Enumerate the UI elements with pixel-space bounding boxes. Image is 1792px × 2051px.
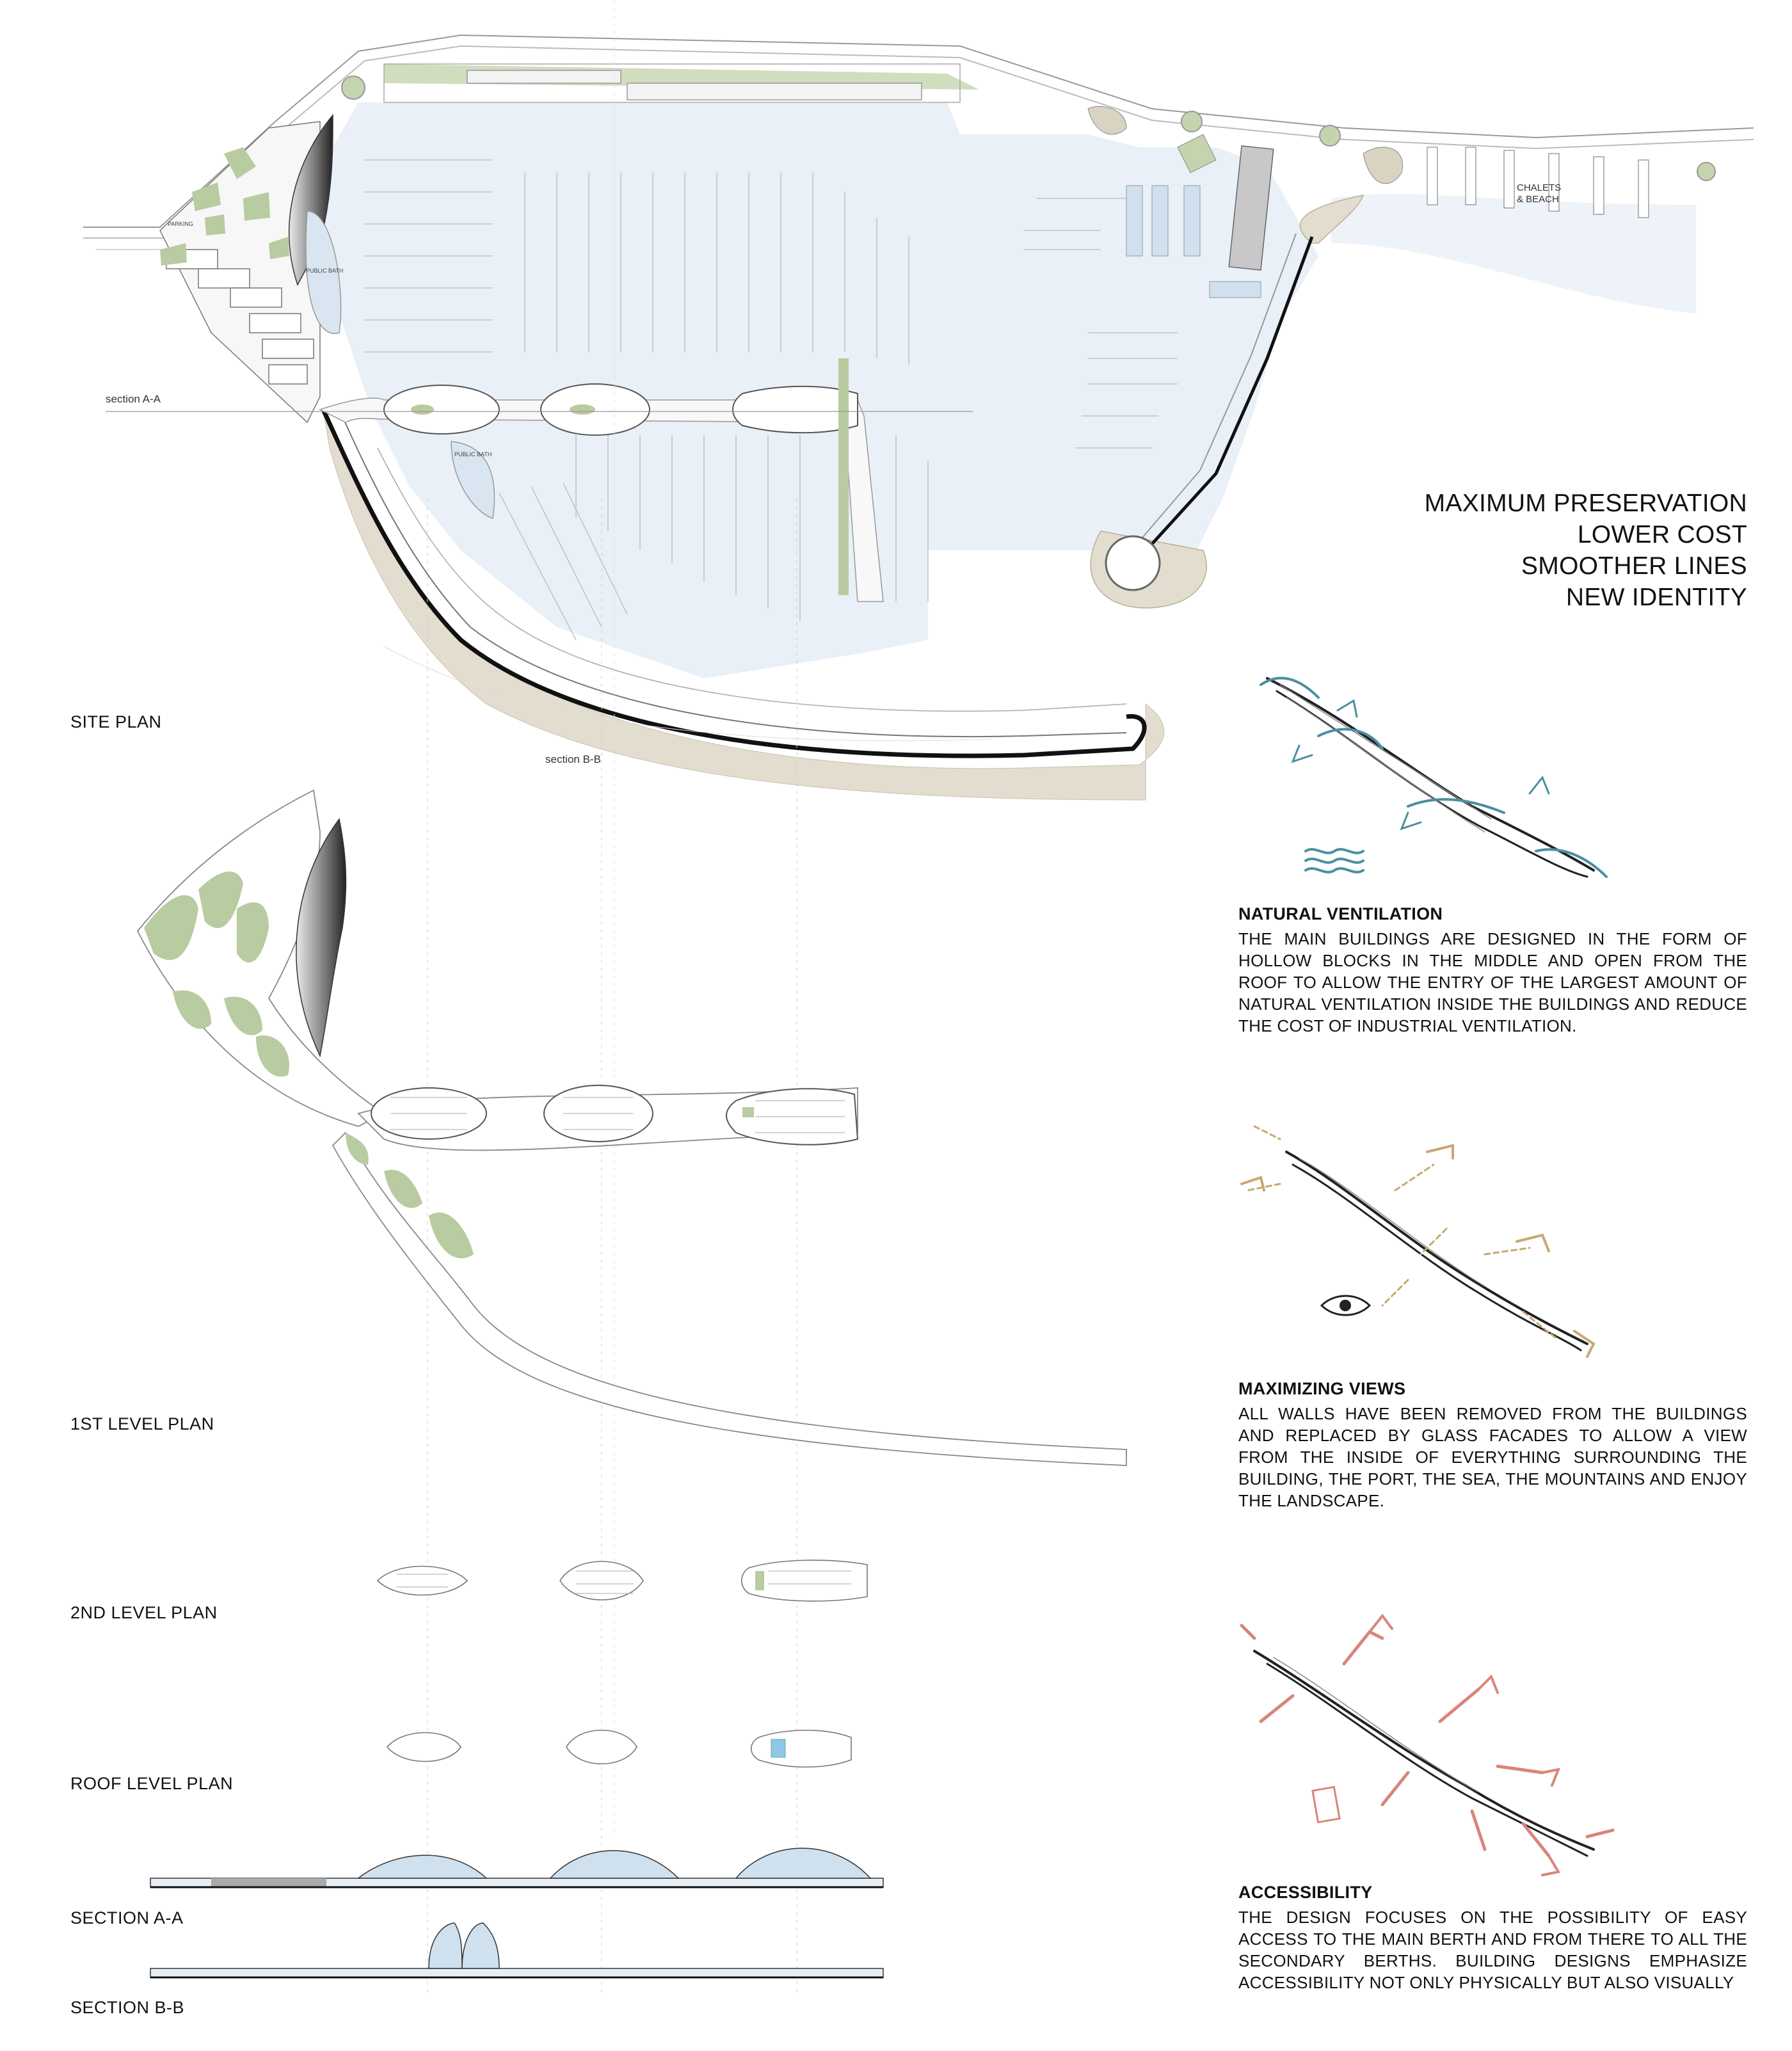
roundabout-4 bbox=[1697, 162, 1716, 181]
public-bath-label-1: PUBLIC BATH bbox=[306, 267, 344, 274]
ventilation-diagram bbox=[1260, 676, 1608, 878]
eye-icon bbox=[1320, 1295, 1372, 1316]
coastal-road bbox=[83, 34, 1754, 228]
east-quay bbox=[1151, 236, 1314, 545]
concept-title: MAXIMIZING VIEWS bbox=[1238, 1379, 1406, 1398]
first-level-plan-label: 1ST LEVEL PLAN bbox=[70, 1414, 214, 1433]
site-plan-label: SITE PLAN bbox=[70, 712, 162, 731]
section-aa-label: SECTION A-A bbox=[70, 1908, 184, 1927]
section-bb-label: SECTION B-B bbox=[70, 1998, 185, 2017]
concept-title: ACCESSIBILITY bbox=[1238, 1883, 1373, 1902]
section-aa-drawing bbox=[150, 1847, 884, 1888]
second-level-plan-label: 2ND LEVEL PLAN bbox=[70, 1603, 218, 1622]
roundabout-3 bbox=[1319, 125, 1341, 147]
section-a-label: section A-A bbox=[106, 393, 161, 405]
first-level-pods bbox=[371, 1085, 859, 1145]
concept-natural-ventilation: NATURAL VENTILATION THE MAIN BUILDINGS A… bbox=[1238, 904, 1747, 1037]
chalets-label-line-1: CHALETS bbox=[1517, 182, 1562, 193]
upper-promenade bbox=[383, 63, 961, 103]
parking-label: PARKING bbox=[168, 221, 193, 227]
chalets-label-line-2: & BEACH bbox=[1517, 194, 1559, 205]
second-level-plan bbox=[376, 1560, 868, 1602]
first-level-sail bbox=[296, 818, 347, 1058]
berths bbox=[365, 159, 1178, 641]
first-level-greens bbox=[144, 871, 474, 1259]
slogan-line-2: LOWER COST bbox=[1577, 521, 1747, 548]
concept-body: THE MAIN BUILDINGS ARE DESIGNED IN THE F… bbox=[1238, 929, 1747, 1035]
main-breakwater bbox=[321, 408, 1147, 758]
section-b-label: section B-B bbox=[545, 753, 601, 765]
slogan-line-3: SMOOTHER LINES bbox=[1521, 552, 1747, 580]
section-bb-drawing bbox=[150, 1922, 884, 1979]
roundabout-2 bbox=[1181, 111, 1203, 132]
concept-accessibility: ACCESSIBILITY THE DESIGN FOCUSES ON THE … bbox=[1238, 1883, 1747, 1993]
concept-body: THE DESIGN FOCUSES ON THE POSSIBILITY OF… bbox=[1238, 1908, 1747, 1992]
accessibility-diagram bbox=[1240, 1613, 1615, 1876]
concept-maximizing-views: MAXIMIZING VIEWS ALL WALLS HAVE BEEN REM… bbox=[1238, 1379, 1747, 1512]
parking-greens bbox=[160, 147, 289, 266]
roundabout-1 bbox=[341, 76, 365, 100]
sail-building bbox=[289, 113, 333, 286]
door-icon bbox=[1311, 1785, 1341, 1824]
roof-level-plan-label: ROOF LEVEL PLAN bbox=[70, 1774, 234, 1793]
public-bath-2 bbox=[451, 441, 495, 519]
slogan-line-4: NEW IDENTITY bbox=[1565, 584, 1747, 611]
concept-title: NATURAL VENTILATION bbox=[1238, 904, 1443, 923]
beach-water bbox=[1331, 194, 1696, 314]
chalets-blocks bbox=[1427, 147, 1649, 218]
upper-right-buildings bbox=[1087, 106, 1404, 298]
public-bath-1 bbox=[305, 211, 342, 334]
views-diagram bbox=[1240, 1125, 1596, 1358]
slogan-line-1: MAXIMUM PRESERVATION bbox=[1424, 490, 1747, 517]
pod-3 bbox=[732, 385, 858, 434]
design-slogan: MAXIMUM PRESERVATION LOWER COST SMOOTHER… bbox=[1425, 488, 1747, 613]
concept-body: ALL WALLS HAVE BEEN REMOVED FROM THE BUI… bbox=[1238, 1404, 1747, 1510]
public-bath-label-2: PUBLIC BATH bbox=[454, 451, 492, 458]
pod-1 bbox=[383, 385, 500, 435]
